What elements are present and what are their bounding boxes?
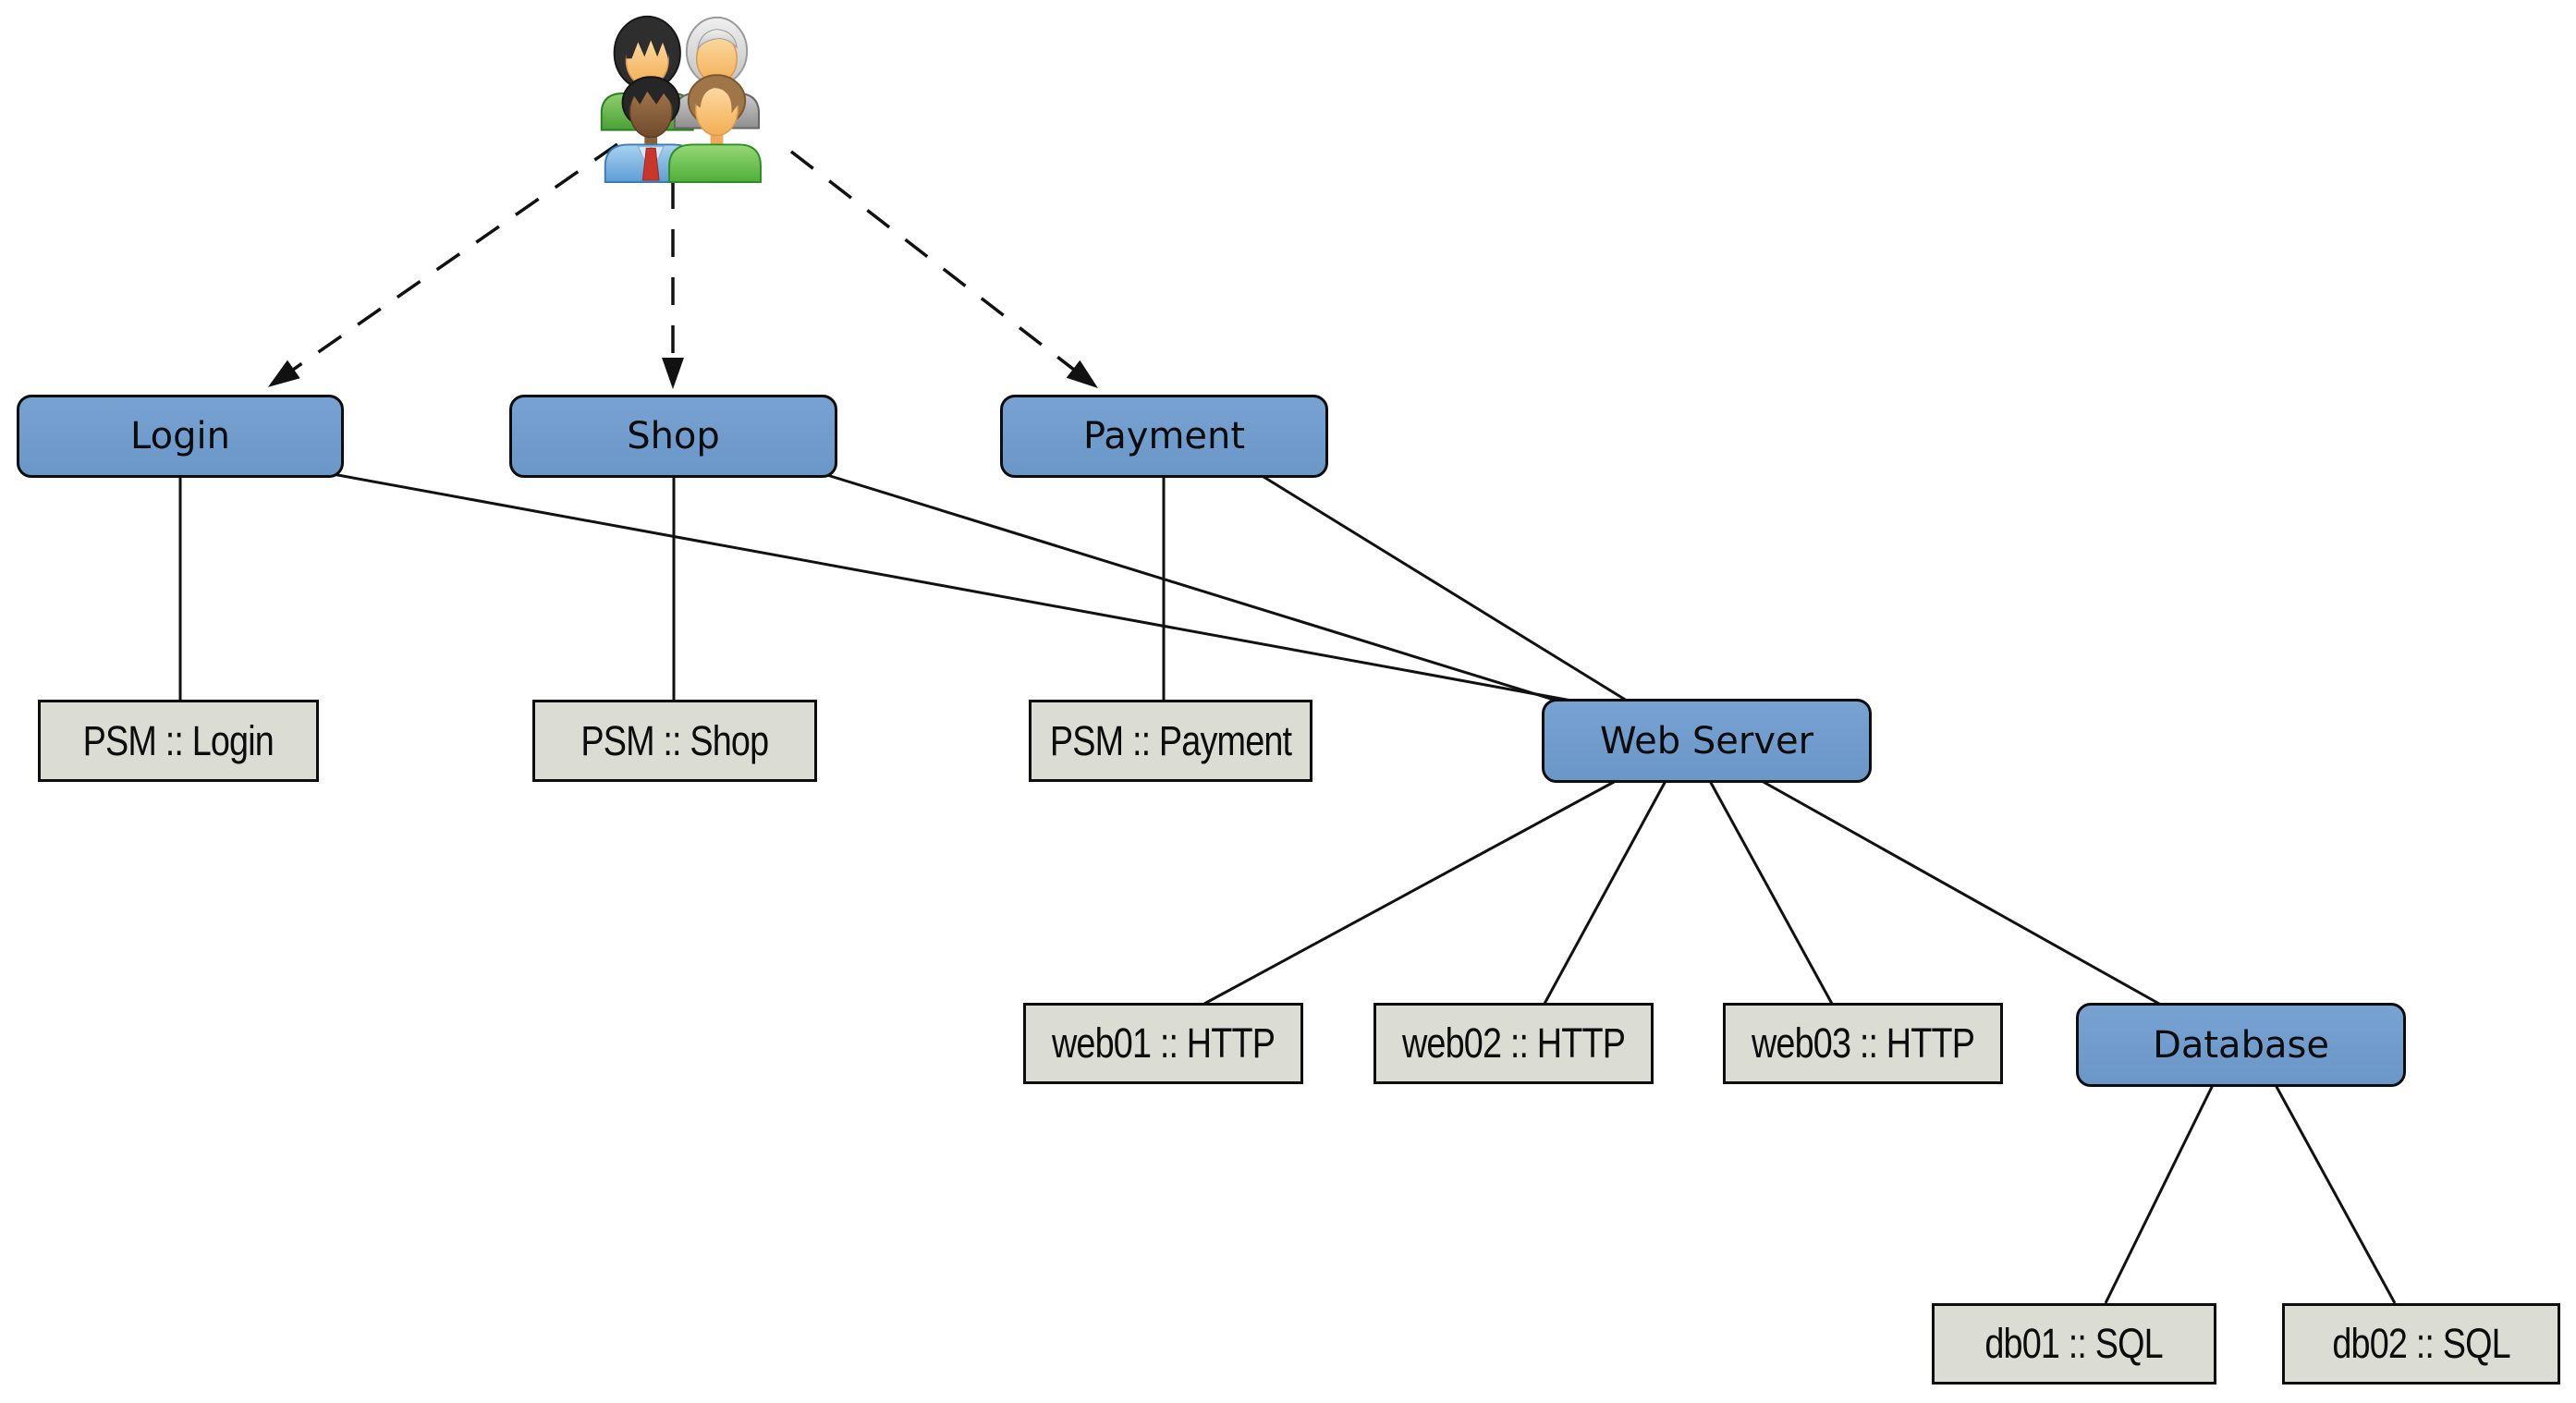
node-login-label: Login bbox=[130, 415, 230, 458]
edge-login-web-server bbox=[332, 472, 1572, 702]
edge-web-server-web01 bbox=[1203, 779, 1617, 1006]
edge-database-db02 bbox=[2274, 1084, 2397, 1304]
node-web02: web02 :: HTTP bbox=[1373, 1003, 1654, 1084]
node-psm-login: PSM :: Login bbox=[38, 700, 319, 782]
node-database: Database bbox=[2076, 1003, 2406, 1087]
edge-shop-web-server bbox=[826, 473, 1557, 702]
node-shop: Shop bbox=[509, 395, 837, 478]
node-web-server: Web Server bbox=[1542, 699, 1872, 783]
node-db02-label: db02 :: SQL bbox=[2332, 1320, 2510, 1367]
node-web03-label: web03 :: HTTP bbox=[1751, 1019, 1975, 1067]
edge-payment-web-server bbox=[1260, 473, 1628, 702]
node-web03: web03 :: HTTP bbox=[1723, 1003, 2003, 1084]
node-web01: web01 :: HTTP bbox=[1023, 1003, 1303, 1084]
edge-web-server-web02 bbox=[1543, 780, 1667, 1005]
edge-web-server-web03 bbox=[1708, 780, 1834, 1005]
node-shop-label: Shop bbox=[627, 415, 720, 458]
edge-users-payment bbox=[789, 150, 1098, 389]
node-web01-label: web01 :: HTTP bbox=[1051, 1019, 1276, 1067]
node-payment-label: Payment bbox=[1082, 415, 1246, 458]
edge-users-login bbox=[267, 142, 618, 387]
node-psm-payment: PSM :: Payment bbox=[1029, 700, 1312, 782]
node-psm-shop-label: PSM :: Shop bbox=[580, 716, 770, 764]
node-database-label: Database bbox=[2153, 1023, 2329, 1067]
user-group-icon bbox=[600, 15, 762, 184]
person-green-shirt bbox=[668, 74, 762, 184]
node-login: Login bbox=[17, 395, 344, 478]
node-db01: db01 :: SQL bbox=[1932, 1303, 2216, 1385]
node-psm-login-label: PSM :: Login bbox=[82, 716, 275, 764]
node-psm-payment-label: PSM :: Payment bbox=[1049, 716, 1292, 764]
node-psm-shop: PSM :: Shop bbox=[532, 700, 817, 782]
node-web-server-label: Web Server bbox=[1599, 719, 1814, 762]
node-payment: Payment bbox=[1000, 395, 1328, 478]
edge-database-db01 bbox=[2104, 1084, 2215, 1304]
edge-web-server-database bbox=[1761, 779, 2160, 1006]
node-db01-label: db01 :: SQL bbox=[1984, 1320, 2164, 1367]
node-db02: db02 :: SQL bbox=[2282, 1303, 2560, 1385]
node-web02-label: web02 :: HTTP bbox=[1401, 1019, 1626, 1067]
